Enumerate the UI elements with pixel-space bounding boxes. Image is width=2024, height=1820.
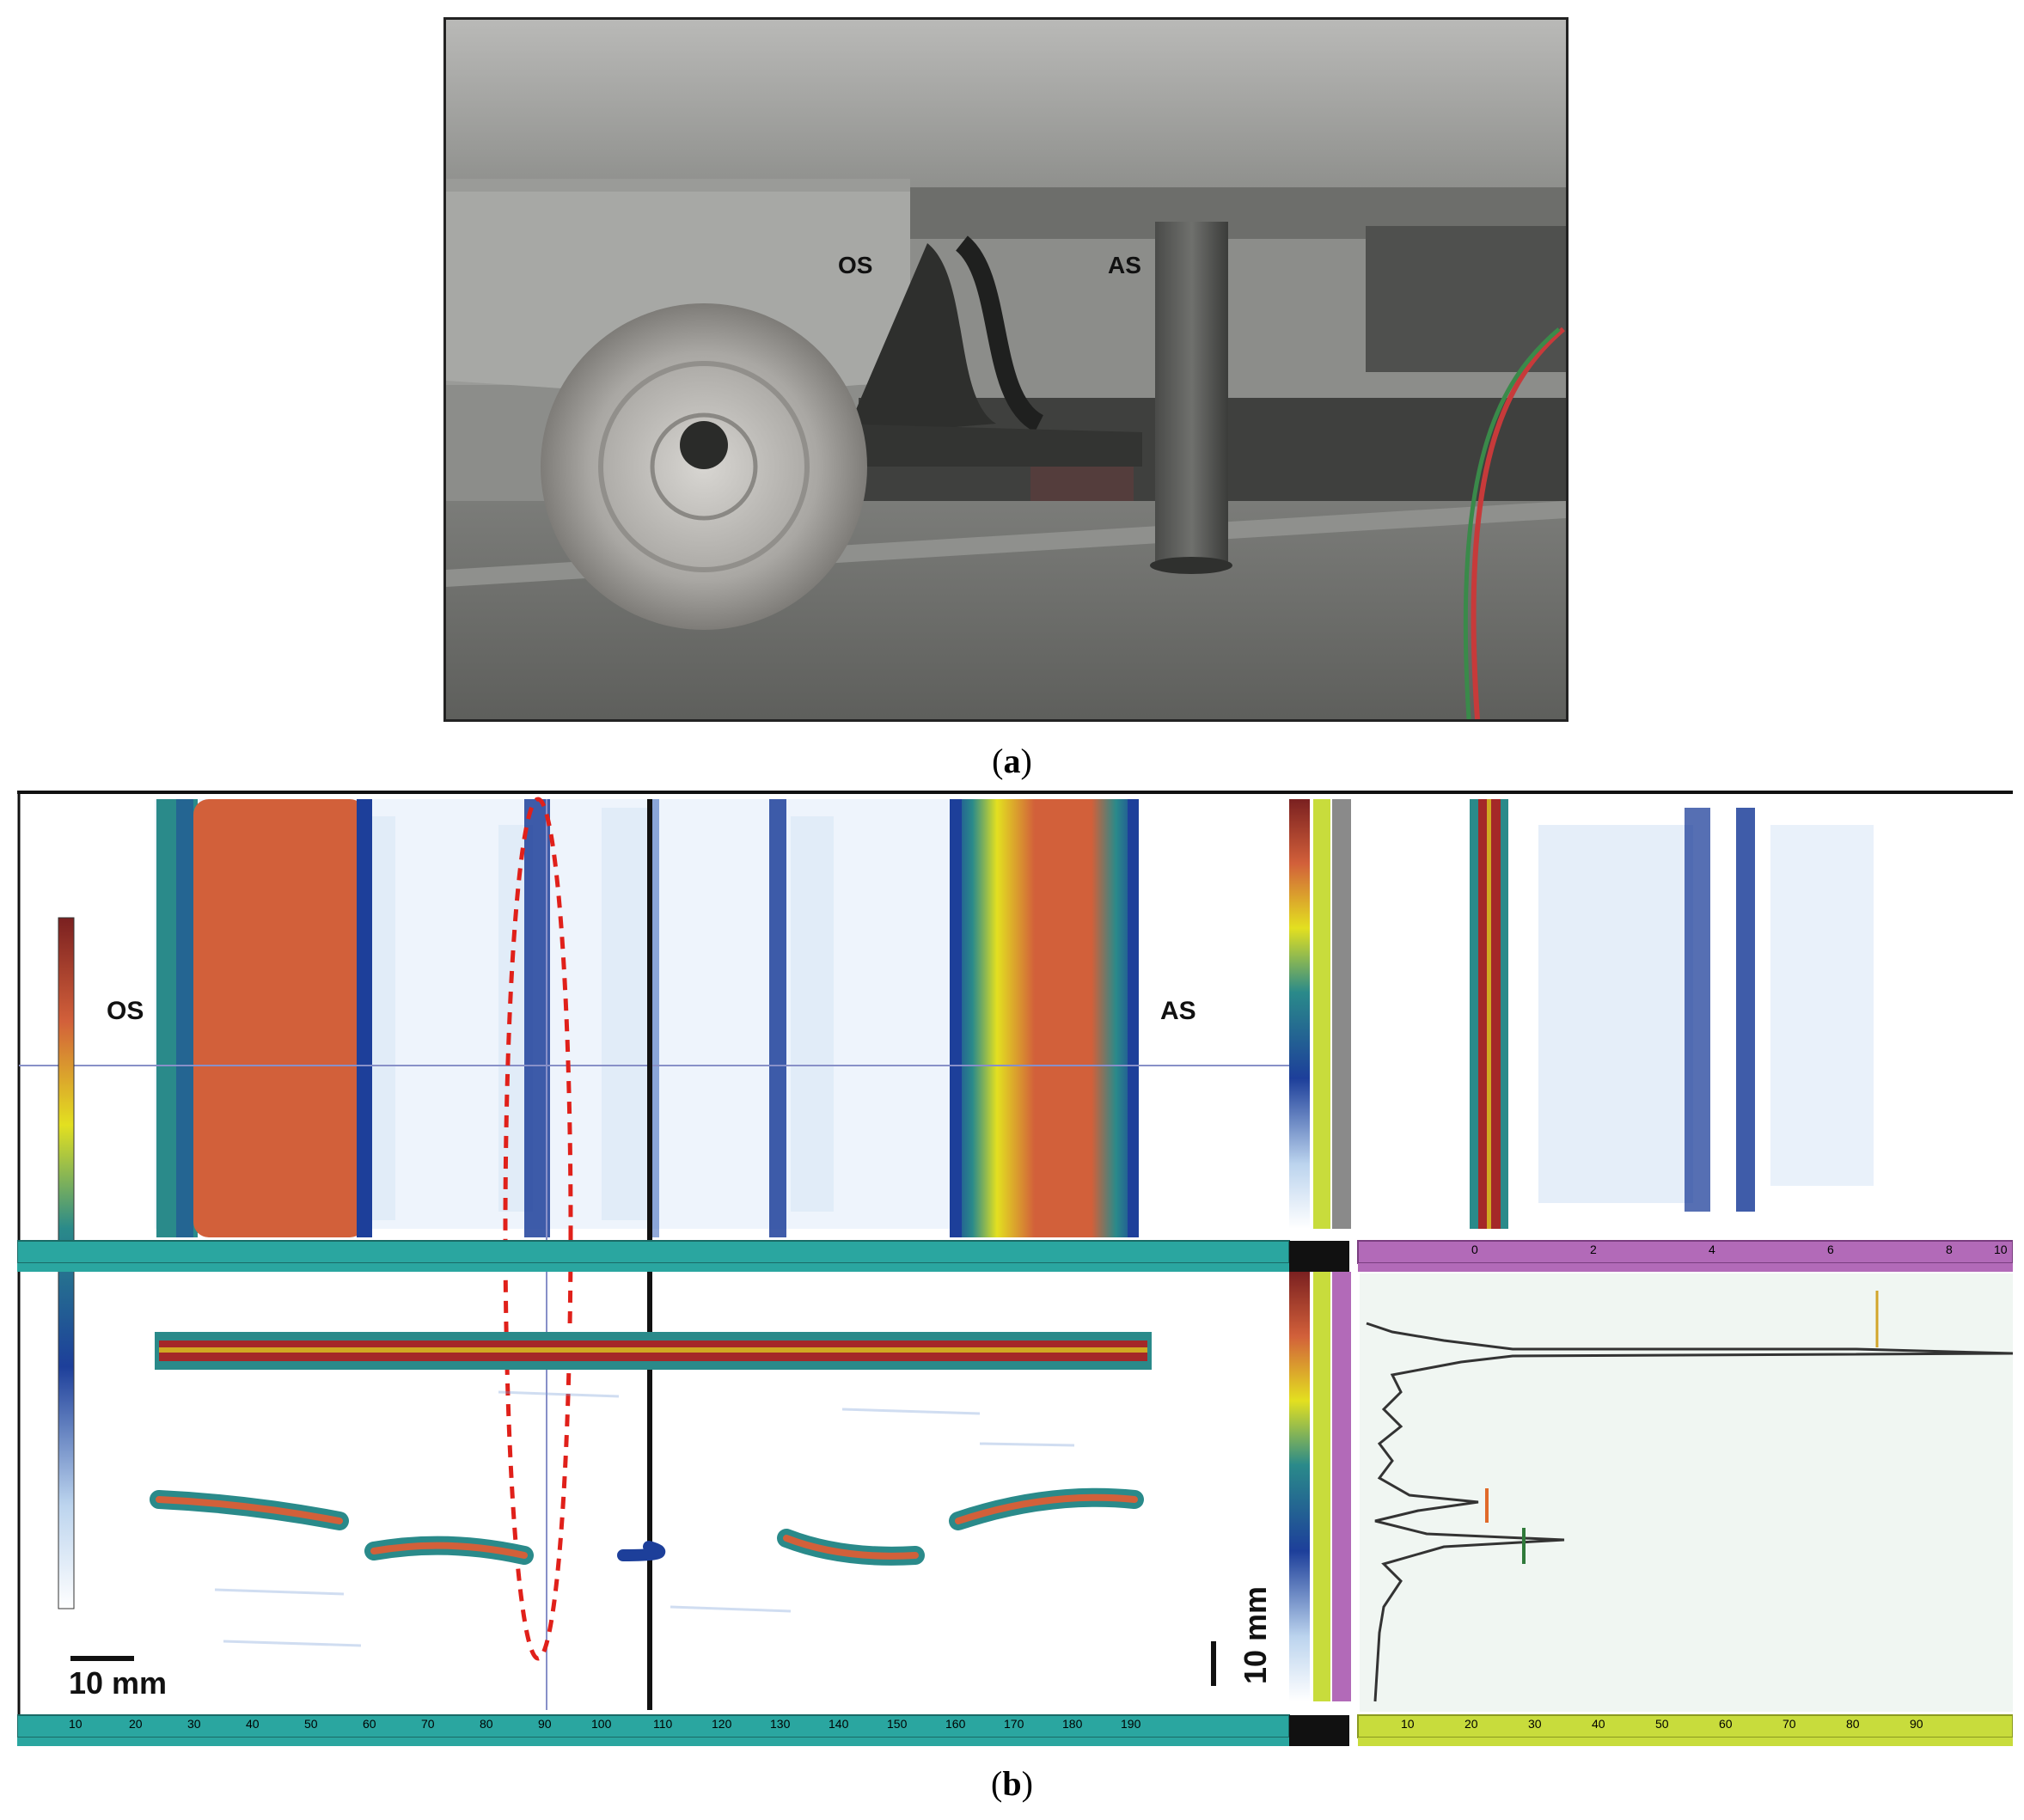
ascan-waveform [1366, 1322, 2013, 1702]
tick-label: 20 [129, 1717, 143, 1731]
tick-label: 120 [712, 1717, 732, 1731]
caption-a: (a) [992, 742, 1032, 780]
ruler-middle [17, 1240, 1290, 1264]
photo-test-fixture: OS AS [443, 17, 1568, 722]
ascan-axis-ticks: 10 20 30 40 50 60 70 80 90 [1358, 1717, 2013, 1736]
tick-label: 180 [1062, 1717, 1083, 1731]
tick-label: 80 [1846, 1717, 1860, 1731]
colorbar-bottom [1289, 1272, 1310, 1701]
bscan-noise [214, 1390, 1075, 1647]
tick-label: 10 [1994, 1243, 2008, 1256]
tick-label: 70 [1782, 1717, 1796, 1731]
tick-label: 4 [1709, 1243, 1715, 1256]
tick-label: 40 [246, 1717, 260, 1731]
tick-label: 100 [591, 1717, 612, 1731]
tick-label: 50 [1655, 1717, 1669, 1731]
tick-label: 80 [480, 1717, 493, 1731]
caption-b: (b) [991, 1764, 1033, 1803]
tick-label: 60 [1719, 1717, 1733, 1731]
tick-label: 50 [304, 1717, 318, 1731]
tick-label: 0 [1471, 1243, 1478, 1256]
tick-label: 30 [187, 1717, 201, 1731]
as-band [950, 799, 1139, 1237]
scan-graphics [17, 791, 2013, 1746]
colorbar-top [1289, 799, 1310, 1229]
ultrasonic-scan-panel: OS AS 10 mm 10 mm 10 20 30 40 50 60 70 8… [17, 791, 2013, 1746]
defect-ellipse [503, 797, 573, 1661]
ascan-area [1360, 1273, 2013, 1712]
tick-label: 150 [887, 1717, 908, 1731]
tick-label: 10 [69, 1717, 83, 1731]
caption-b-letter: b [1002, 1764, 1022, 1803]
weld-line-2 [769, 799, 786, 1237]
right-cscan-axis-ticks: 0 2 4 6 8 10 [1358, 1243, 2013, 1261]
label-as-scan: AS [1160, 997, 1196, 1025]
tick-label: 8 [1946, 1243, 1953, 1256]
tick-label: 20 [1464, 1717, 1478, 1731]
tick-label: 130 [770, 1717, 791, 1731]
ruler-ascan [1357, 1714, 2013, 1738]
tick-label: 160 [945, 1717, 966, 1731]
tick-label: 140 [829, 1717, 849, 1731]
bottom-axis-ticks: 10 20 30 40 50 60 70 80 90 100 110 120 1… [17, 1717, 1289, 1736]
label-as-photo: AS [1108, 252, 1141, 278]
tick-label: 2 [1590, 1243, 1597, 1256]
tick-label: 60 [363, 1717, 376, 1731]
tick-label: 30 [1528, 1717, 1542, 1731]
tick-label: 190 [1121, 1717, 1141, 1731]
tick-label: 170 [1004, 1717, 1024, 1731]
tick-label: 70 [421, 1717, 435, 1731]
os-band [193, 799, 365, 1237]
tick-label: 10 [1401, 1717, 1415, 1731]
tick-label: 6 [1827, 1243, 1834, 1256]
bscan-profile [150, 1487, 1144, 1566]
tick-label: 90 [1910, 1717, 1923, 1731]
scalebar-vertical-label: 10 mm [1238, 1585, 1273, 1684]
right-cscan [1470, 799, 1874, 1229]
tick-label: 110 [653, 1717, 673, 1731]
tick-label: 40 [1592, 1717, 1605, 1731]
caption-a-letter: a [1003, 742, 1021, 780]
tick-label: 90 [538, 1717, 552, 1731]
photo-illustration [446, 20, 1566, 719]
label-os-photo: OS [838, 252, 873, 278]
scalebar-horizontal-label: 10 mm [69, 1665, 168, 1701]
label-os-scan: OS [107, 997, 144, 1025]
